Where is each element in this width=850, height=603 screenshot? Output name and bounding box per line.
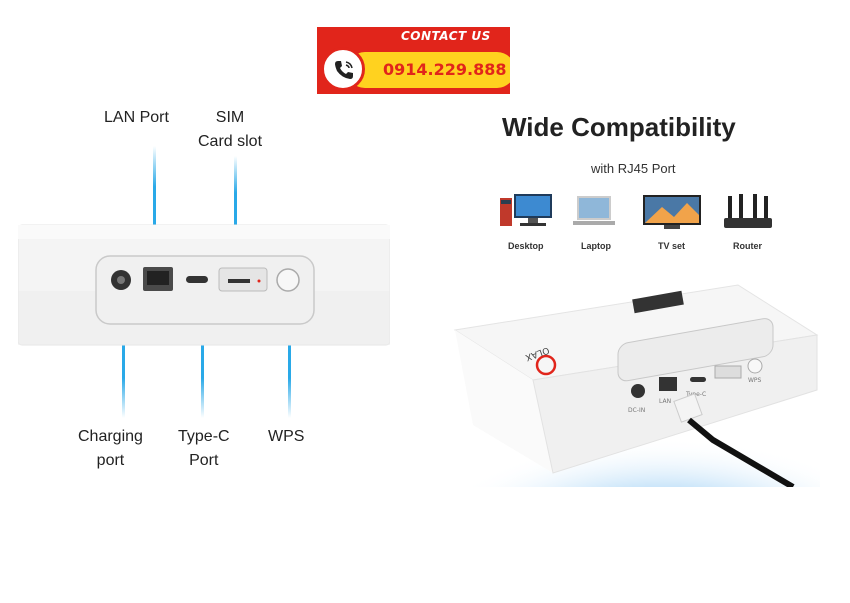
port-label-wps: WPS bbox=[748, 377, 762, 384]
wps-label: WPS bbox=[268, 428, 305, 445]
phone-number[interactable]: 0914.229.888 bbox=[383, 60, 507, 79]
lan-port-label: LAN Port bbox=[104, 109, 169, 126]
port-label-lan: LAN bbox=[659, 398, 671, 405]
typec-port-label: Type-C Port bbox=[178, 428, 230, 469]
laptop-caption: Laptop bbox=[581, 241, 611, 251]
phone-circle bbox=[321, 47, 365, 91]
phone-pill bbox=[347, 52, 510, 88]
desktop-caption: Desktop bbox=[508, 241, 544, 251]
port-label-dcin: DC-IN bbox=[628, 407, 645, 414]
tv-caption: TV set bbox=[658, 241, 686, 251]
tv-icon bbox=[643, 195, 701, 229]
sim-slot-label: SIM Card slot bbox=[198, 109, 263, 150]
router-angled-view: OLAX DC-IN LAN Type-C WPS bbox=[443, 284, 820, 487]
wps-button bbox=[276, 268, 300, 292]
charging-port-label: Charging port bbox=[78, 428, 143, 469]
router-front-view bbox=[18, 224, 390, 346]
compat-title: Wide Compatibility bbox=[502, 112, 736, 142]
laptop-icon bbox=[573, 196, 615, 225]
router-icon bbox=[724, 194, 772, 228]
phone-icon bbox=[335, 61, 353, 79]
port-label-typec: Type-C bbox=[685, 391, 706, 398]
typec-port bbox=[186, 276, 208, 283]
router-caption: Router bbox=[733, 241, 762, 251]
contact-heading: CONTACT US bbox=[401, 29, 491, 43]
contact-banner[interactable]: CONTACT US 0914.229.888 bbox=[317, 27, 510, 94]
desktop-icon bbox=[500, 194, 552, 226]
compat-subtitle: with RJ45 Port bbox=[591, 161, 676, 176]
